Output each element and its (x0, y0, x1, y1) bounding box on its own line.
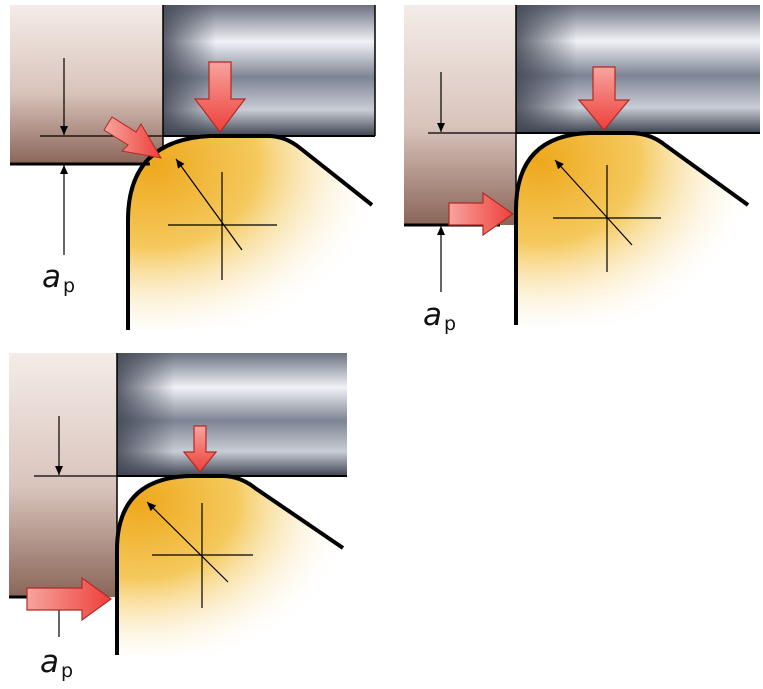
workpiece (404, 5, 516, 225)
insert-edge (126, 134, 374, 330)
force-arrow-axial (577, 66, 631, 131)
center-cross (168, 158, 277, 280)
force-arrow-radial (448, 191, 515, 237)
force-arrow-axial (193, 61, 247, 133)
center-cross (553, 159, 661, 272)
workpiece (9, 353, 117, 597)
force-arrow-radial (103, 116, 162, 159)
cutting-insert (117, 476, 345, 655)
center-cross (146, 501, 253, 608)
force-arrow-axial (182, 425, 218, 473)
cutting-insert (516, 133, 750, 325)
cutting-insert (128, 136, 375, 330)
force-arrow-radial (26, 576, 113, 622)
